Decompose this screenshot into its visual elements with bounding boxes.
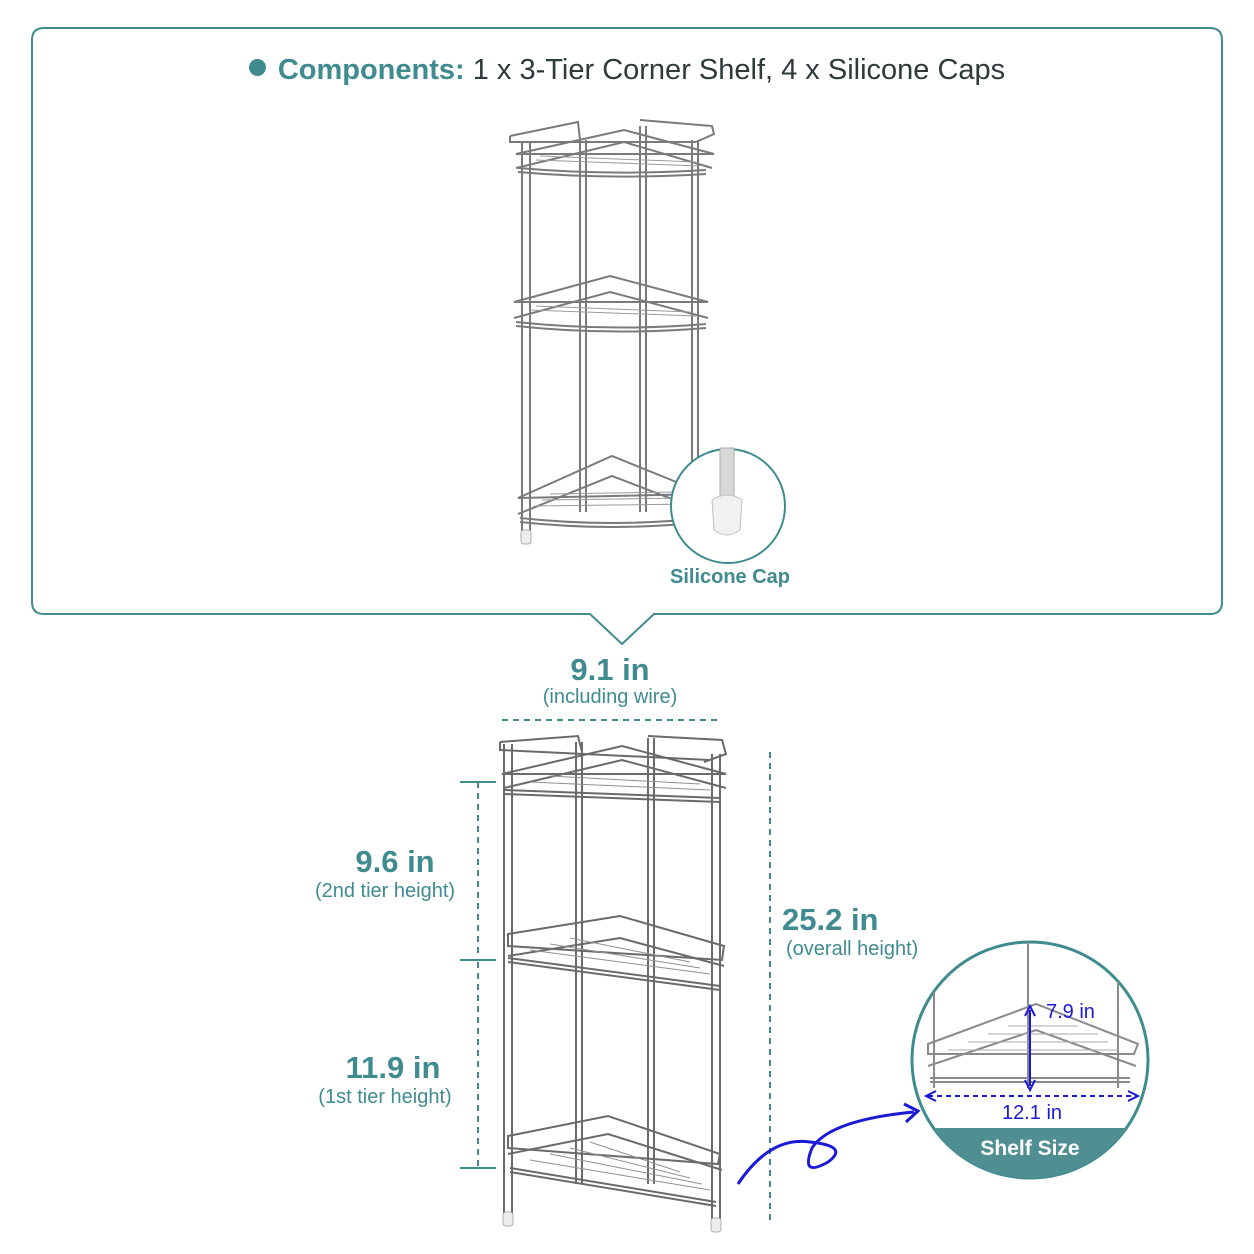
overall-height-value: 25.2 in	[782, 902, 879, 937]
tier2-height-note: (2nd tier height)	[314, 880, 456, 902]
components-heading: Components: 1 x 3-Tier Corner Shelf, 4 x…	[0, 54, 1254, 87]
components-text: 1 x 3-Tier Corner Shelf, 4 x Silicone Ca…	[472, 54, 1006, 86]
width-note: (including wire)	[542, 686, 678, 708]
tier1-height-value: 11.9 in	[345, 1050, 441, 1085]
corner-shelf-image-dimensions	[499, 734, 728, 1233]
width-value: 9.1 in	[570, 652, 650, 687]
shelf-size-badge: Shelf Size	[980, 1137, 1080, 1160]
components-label: Components:	[277, 54, 465, 86]
silicone-cap-image	[670, 447, 786, 564]
shelf-width-label: 12.1 in	[1001, 1102, 1063, 1124]
tier1-height-note: (1st tier height)	[318, 1086, 452, 1108]
pointer-arrow-icon	[736, 1102, 921, 1185]
components-panel	[31, 27, 1223, 646]
bullet-icon	[248, 59, 266, 76]
dimension-guides	[460, 719, 771, 1224]
shelf-size-inset	[910, 940, 1150, 1180]
shelf-depth-label: 7.9 in	[1046, 1001, 1095, 1023]
overall-height-note: (overall height)	[786, 938, 919, 960]
silicone-cap-label: Silicone Cap	[669, 566, 791, 588]
tier2-height-value: 9.6 in	[355, 844, 435, 879]
